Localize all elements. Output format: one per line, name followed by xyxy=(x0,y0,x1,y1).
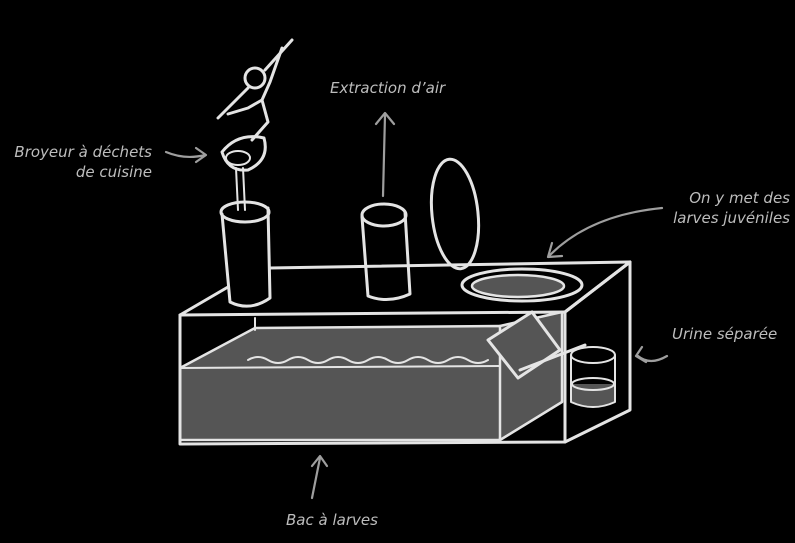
grinder-bowl xyxy=(220,135,267,172)
waste-stream xyxy=(235,167,246,211)
grinder-cylinder xyxy=(220,206,272,308)
arrow-air xyxy=(374,111,396,198)
urine-container-top xyxy=(570,346,616,364)
larvae-mass xyxy=(178,324,507,442)
arrow-larvae-in xyxy=(546,206,664,259)
grinder-arm xyxy=(226,46,284,142)
urine-container-body xyxy=(570,354,616,408)
larvae-surface-wave xyxy=(247,356,489,364)
box-top-left-edge xyxy=(178,285,230,317)
grinder-handle xyxy=(216,38,294,120)
toilet-lid xyxy=(429,157,481,271)
flap-pipe xyxy=(518,343,587,372)
label-bin: Bac à larves xyxy=(286,511,378,529)
urine-liquid-surface xyxy=(571,377,615,391)
grinder-pivot xyxy=(243,66,267,90)
label-urine: Urine séparée xyxy=(672,325,778,343)
toilet-seat-outer xyxy=(460,267,584,303)
toilet-seat-hole xyxy=(470,273,566,299)
arrow-urine xyxy=(634,345,669,364)
grinder-bowl-rim xyxy=(225,150,251,166)
label-larvae-in: On y met des larves juvéniles xyxy=(673,189,790,227)
label-air-extraction: Extraction d’air xyxy=(330,79,446,97)
air-cylinder xyxy=(360,210,412,301)
box-right-face xyxy=(563,260,632,444)
air-cylinder-top xyxy=(360,202,408,228)
larvae-surface-line xyxy=(179,365,501,369)
arrow-grinder xyxy=(164,146,208,164)
label-grinder: Broyeur à déchets de cuisine xyxy=(14,143,152,181)
arrow-bin xyxy=(310,454,329,500)
